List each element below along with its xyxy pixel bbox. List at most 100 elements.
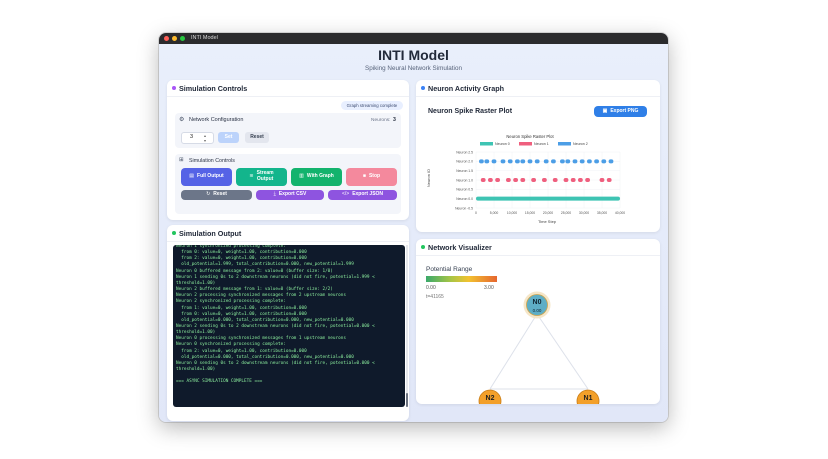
neurons-count: 3 <box>393 117 396 123</box>
set-button-label: Set <box>224 134 233 140</box>
console-line: threshold=1.00) <box>176 280 216 286</box>
window-title: INTI Model <box>191 35 218 41</box>
node-n2[interactable]: N2 <box>478 389 502 404</box>
edge-n0-n1 <box>536 313 589 390</box>
spike-point <box>520 178 526 182</box>
chart-icon: ▥ <box>299 173 304 180</box>
app-content: INTI Model Spiking Neural Network Simula… <box>159 44 668 422</box>
x-tick-label: 15,000 <box>525 211 535 215</box>
console-line: old_potential=1.999, total_contribution=… <box>176 262 354 268</box>
set-button[interactable]: Set <box>218 132 239 143</box>
y-tick-label: Neuron 0.0 <box>456 197 473 201</box>
with-graph-button[interactable]: ▥With Graph <box>291 168 342 186</box>
bullet-icon <box>172 231 176 235</box>
y-tick-label: Neuron 1.0 <box>456 178 473 182</box>
export-png-button[interactable]: ▣Export PNG <box>594 106 647 117</box>
export-csv-button[interactable]: ⤓Export CSV <box>256 190 324 200</box>
spike-point <box>599 178 605 182</box>
console-line: === ASYNC SIMULATION COMPLETE === <box>176 379 263 385</box>
neuron-count-stepper[interactable]: 3 ▴▾ <box>181 132 214 144</box>
console-line: from 2: value=0, weight=1.00, contributi… <box>176 348 307 354</box>
node-n1[interactable]: N1 <box>576 389 600 404</box>
stream-output-label: Stream Output <box>256 170 274 182</box>
x-tick-label: 25,000 <box>561 211 571 215</box>
export-json-button[interactable]: </>Export JSON <box>328 190 397 200</box>
stepper-arrows-icon[interactable]: ▴▾ <box>204 133 207 143</box>
card-header: Network Visualizer <box>416 239 660 256</box>
console-line: from 2: value=0, weight=1.00, contributi… <box>176 256 307 262</box>
maximize-window-button[interactable] <box>180 36 185 41</box>
spike-point <box>542 178 547 182</box>
stream-output-button[interactable]: ≋Stream Output <box>236 168 287 186</box>
console-lines: Neuron 1 synchronized processing complet… <box>173 245 405 407</box>
stream-icon: ≋ <box>249 173 254 180</box>
refresh-icon: ↻ <box>206 191 211 198</box>
console-line: Neuron 2 sending 0s to 2 downstream neur… <box>176 323 375 329</box>
gamepad-icon: ⊞ <box>179 157 184 163</box>
config-reset-button[interactable]: Reset <box>245 132 269 143</box>
network-graph[interactable]: N0 0.00 N2 N1 <box>416 239 660 404</box>
x-axis-label: Time Step <box>538 219 557 224</box>
node-label: N0 <box>533 299 542 306</box>
page-title: INTI Model <box>378 47 449 63</box>
image-icon: ▣ <box>602 108 608 114</box>
card-title: Simulation Controls <box>179 84 248 93</box>
console-scrollbar[interactable] <box>406 245 408 407</box>
spike-point <box>565 159 571 164</box>
console-line: Neuron 0 sending 0s to 2 downstream neur… <box>176 360 375 366</box>
simulation-output-card: Simulation Output Neuron 1 synchronized … <box>167 225 409 421</box>
status-badge: Graph streaming complete <box>341 101 403 110</box>
y-tick-label: Neuron -0.5 <box>455 206 473 210</box>
minimize-window-button[interactable] <box>172 36 177 41</box>
console-line: old_potential=0.000, total_contribution=… <box>176 354 354 360</box>
spike-point <box>491 159 497 164</box>
stop-label: Stop <box>368 173 381 180</box>
y-tick-label: Neuron 0.5 <box>456 188 473 192</box>
chart-title: Neuron Spike Raster Plot <box>506 134 554 139</box>
console-line: Neuron 2 processing synchronized message… <box>176 293 346 299</box>
x-tick-label: 5,000 <box>490 211 499 215</box>
sim-reset-button[interactable]: ↻Reset <box>181 190 252 200</box>
sim-reset-label: Reset <box>213 191 227 198</box>
with-graph-label: With Graph <box>306 173 334 180</box>
console-line: old_potential=0.000, total_contribution=… <box>176 317 354 323</box>
code-icon: </> <box>341 191 350 198</box>
spike-point <box>534 159 540 164</box>
stop-button[interactable]: ■Stop <box>346 168 397 186</box>
spike-point <box>608 159 614 164</box>
network-config-panel: ⚙ Network Configuration Neurons: 3 3 ▴▾ … <box>175 113 401 148</box>
scrollbar-thumb[interactable] <box>406 393 408 407</box>
card-header: Simulation Controls <box>167 80 409 97</box>
spike-band-neuron-0 <box>476 196 620 201</box>
legend-label: Neuron 1 <box>534 142 549 146</box>
full-output-label: Full Output <box>197 173 224 180</box>
legend-swatch <box>558 142 571 146</box>
export-png-label: Export PNG <box>610 108 639 114</box>
spike-point <box>587 159 592 164</box>
legend-swatch <box>519 142 532 146</box>
spike-point <box>601 159 607 164</box>
app-window: INTI Model INTI Model Spiking Neural Net… <box>159 33 668 422</box>
time-label: t=41165 <box>426 294 444 300</box>
x-tick-label: 40,000 <box>615 211 625 215</box>
bullet-icon <box>421 245 425 249</box>
export-json-label: Export JSON <box>352 191 384 198</box>
spike-point <box>484 159 490 164</box>
spike-point <box>572 159 578 164</box>
spike-point <box>570 178 576 182</box>
console-output[interactable]: Neuron 1 synchronized processing complet… <box>173 245 405 407</box>
spike-point <box>507 159 513 164</box>
range-max-label: 3.00 <box>484 285 494 291</box>
close-window-button[interactable] <box>164 36 169 41</box>
x-tick-label: 20,000 <box>543 211 553 215</box>
full-output-button[interactable]: ▤Full Output <box>181 168 232 186</box>
node-label: N2 <box>486 395 495 402</box>
node-n0[interactable]: N0 0.00 <box>523 291 551 319</box>
stop-icon: ■ <box>362 173 366 180</box>
export-csv-label: Export CSV <box>278 191 307 198</box>
status-badge-text: Graph streaming complete <box>346 103 398 108</box>
spike-point <box>506 178 511 182</box>
legend-swatch <box>480 142 493 146</box>
